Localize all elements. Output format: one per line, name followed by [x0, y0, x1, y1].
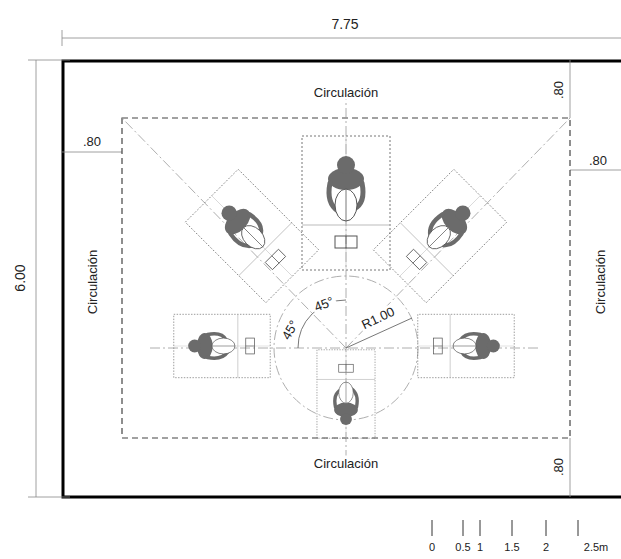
- dimension: .80: [551, 79, 566, 101]
- zone-label: Circulación: [85, 248, 100, 316]
- scale-number: 1: [475, 541, 485, 554]
- scale-number: 2: [541, 541, 551, 554]
- scale-number: 2.5m: [582, 541, 610, 554]
- dimension: .80: [81, 134, 103, 149]
- angle-label: 45°: [310, 293, 338, 316]
- dimension: 6.00: [12, 262, 28, 293]
- zone-label: Circulación: [593, 248, 608, 316]
- scale-number: 0.5: [453, 541, 472, 554]
- zone-label: Circulación: [312, 456, 380, 471]
- dimension: 7.75: [329, 16, 360, 32]
- dimension: .80: [551, 456, 566, 478]
- scale-number: 1.5: [502, 541, 521, 554]
- dimension: .80: [587, 153, 609, 168]
- radius-label: R1.00: [357, 303, 398, 333]
- scale-number: 0: [427, 541, 437, 554]
- zone-label: Circulación: [312, 85, 380, 100]
